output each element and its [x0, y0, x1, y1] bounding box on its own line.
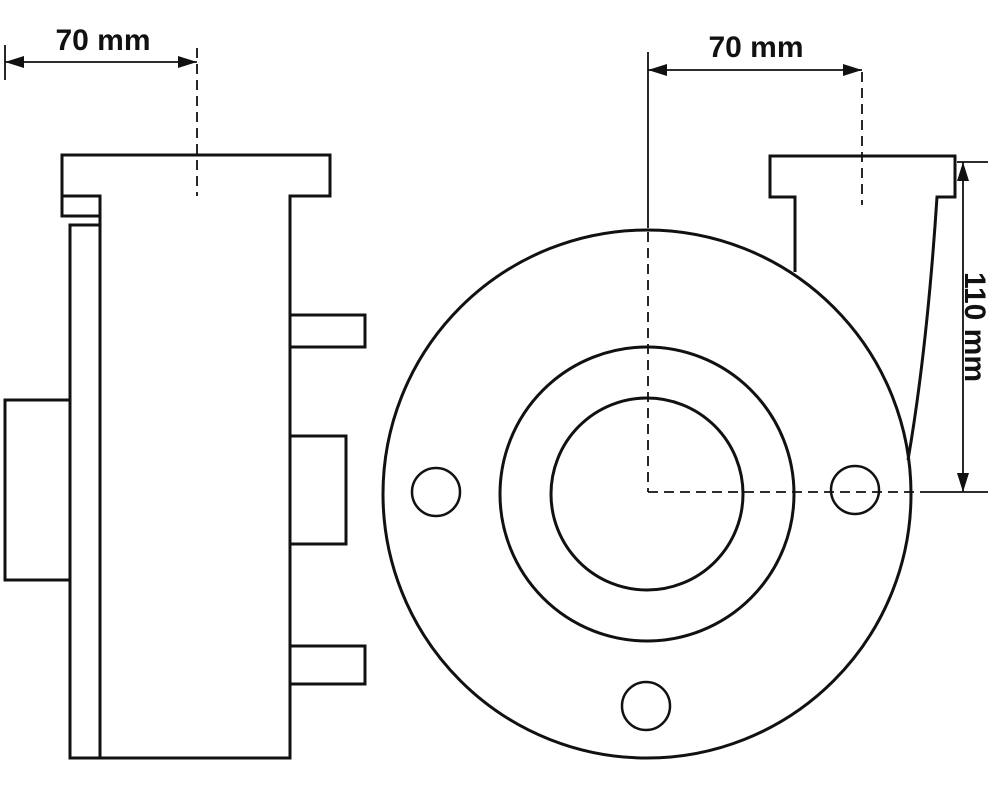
arrow-left-dim-start	[5, 56, 24, 68]
side-shaft-boss	[3, 398, 72, 582]
arrow-right-dim-top	[957, 162, 969, 181]
arrow-right-dim-bottom	[957, 473, 969, 492]
front-volute-circle	[381, 228, 913, 760]
side-back-plate	[68, 223, 102, 760]
dim-left-label: 70 mm	[55, 24, 150, 57]
front-discharge-pipe	[768, 154, 957, 461]
arrow-left-dim-end	[178, 56, 197, 68]
front-bolt-hole-left	[410, 466, 462, 518]
dimension-lines	[4, 45, 988, 493]
dim-right-label: 110 mm	[958, 272, 991, 382]
side-flange-lip	[60, 194, 102, 218]
dimension-arrows	[5, 56, 969, 492]
front-bolt-hole-right	[829, 464, 881, 516]
front-bore-circle	[549, 396, 745, 592]
front-view	[381, 154, 957, 760]
side-lug-top	[288, 313, 367, 349]
side-view	[3, 153, 367, 760]
front-flange-circle	[498, 345, 796, 643]
arrow-top-dim-end	[843, 64, 862, 76]
side-lug-middle	[288, 434, 348, 546]
side-lug-bottom	[288, 644, 367, 686]
dim-top-label: 70 mm	[708, 31, 803, 64]
front-bolt-hole-bottom	[620, 680, 672, 732]
arrow-top-dim-start	[648, 64, 667, 76]
